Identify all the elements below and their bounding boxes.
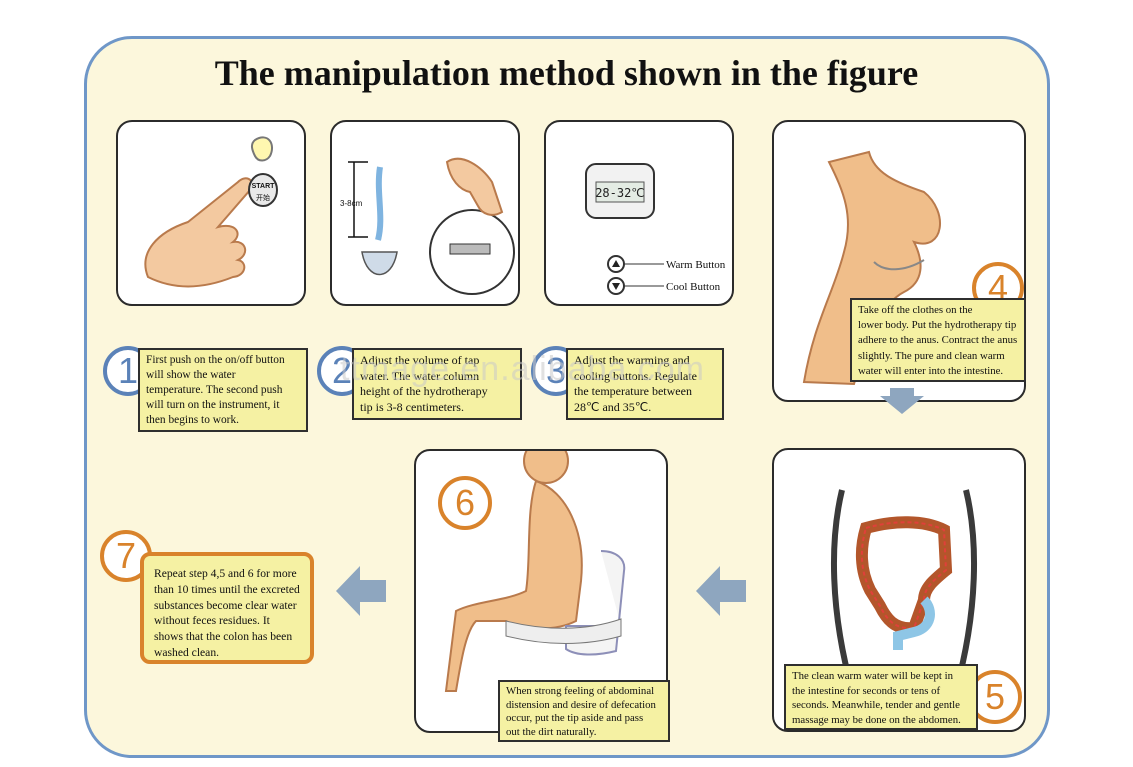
- step-number-6: 6: [438, 476, 492, 530]
- intestine-illustration: [831, 489, 977, 691]
- step-3-note: Adjust the warming and cooling buttons. …: [566, 348, 724, 420]
- step-2-note: Adjust the volume of tap water. The wate…: [352, 348, 522, 420]
- control-panel-illustration: 28-32℃ Warm Button Cool Button: [585, 163, 726, 295]
- step-6-note: When strong feeling of abdominal distens…: [498, 680, 670, 742]
- seated-figure-illustration: [444, 451, 626, 692]
- step-7-note: Repeat step 4,5 and 6 for more than 10 t…: [140, 552, 314, 664]
- step-4-note: Take off the clothes on the lower body. …: [850, 298, 1026, 382]
- finger-press-illustration: START 开始: [144, 136, 278, 288]
- left-arrow-icon-2: [336, 566, 386, 616]
- svg-text:28-32℃: 28-32℃: [595, 186, 645, 200]
- step-1-note: First push on the on/off button will sho…: [138, 348, 308, 432]
- svg-text:3-8cm: 3-8cm: [340, 199, 363, 208]
- page-title: The manipulation method shown in the fig…: [214, 53, 919, 93]
- step-5-note: The clean warm water will be kept in the…: [784, 664, 978, 730]
- down-arrow-icon: [880, 388, 924, 414]
- panel-step-1: START 开始: [116, 120, 306, 306]
- cool-button-label: Cool Button: [666, 281, 721, 293]
- tap-water-illustration: 3-8cm: [340, 157, 515, 295]
- lower-body-illustration: [802, 150, 941, 386]
- svg-text:开始: 开始: [256, 193, 270, 202]
- left-arrow-icon: [696, 566, 746, 616]
- panel-step-2: 3-8cm: [330, 120, 520, 306]
- svg-text:START: START: [252, 183, 276, 190]
- panel-step-3: 28-32℃ Warm Button Cool Button: [544, 120, 734, 306]
- warm-button-label: Warm Button: [666, 259, 726, 271]
